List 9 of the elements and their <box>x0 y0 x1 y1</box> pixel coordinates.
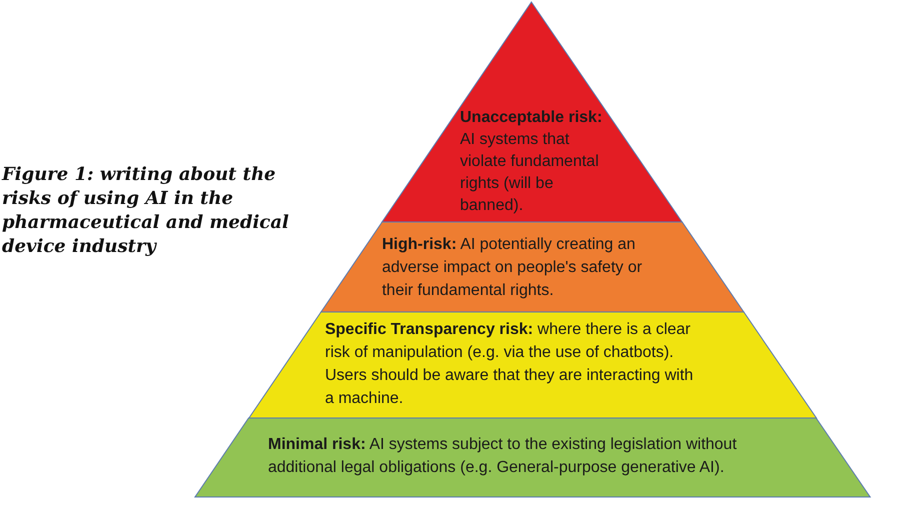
tier-description: Minimal risk: AI systems subject to the existing legislation without additional legal obligations (e.g. General-purpose generative AI). <box>268 435 738 478</box>
pyramid-tier <box>320 222 744 312</box>
pyramid-tier <box>248 312 816 418</box>
tier-description: Unacceptable risk: AI systems that violate fundamental rights (will be banned). <box>460 108 604 216</box>
pyramid-tier <box>194 418 870 497</box>
tier-description: High-risk: AI potentially creating an adverse impact on people's safety or their fundamental rights. <box>382 235 644 301</box>
pyramid-apex <box>382 2 682 222</box>
figure-caption: Figure 1: writing about the risks of using AI in the pharmaceutical and medical device industry <box>2 163 290 259</box>
tier-description: Specific Transparency risk: where there is a clear risk of manipulation (e.g. via the use of chatbots). Users should be aware that they are interacting with a machine. <box>324 320 694 409</box>
